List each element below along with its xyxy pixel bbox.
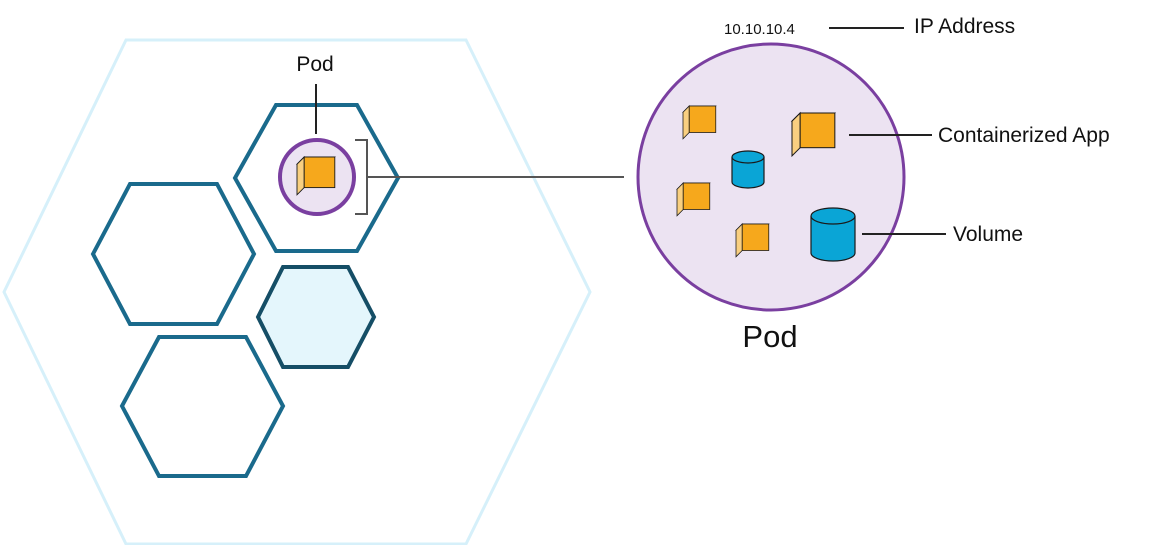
cube-icon	[295, 155, 336, 196]
pod-label-small: Pod	[296, 53, 333, 76]
pod-bracket	[355, 139, 375, 215]
pod-label-large: Pod	[742, 319, 797, 354]
pod-hexagon-bottom	[119, 335, 286, 478]
cylinder-icon	[810, 207, 856, 262]
cube-icon	[676, 182, 711, 217]
volume-label: Volume	[953, 223, 1023, 246]
cube-icon	[682, 105, 717, 140]
cube-icon	[790, 111, 837, 158]
node-hexagon	[2, 38, 592, 545]
ip-value: 10.10.10.4	[724, 21, 795, 38]
pod-hexagon-filled	[255, 265, 377, 369]
pod-hexagon-left	[90, 182, 257, 326]
pod-large-circle	[636, 42, 906, 312]
cube-icon	[735, 223, 770, 258]
ip-address-label: IP Address	[914, 15, 1015, 38]
containerized-app-label: Containerized App	[938, 124, 1110, 147]
cylinder-icon	[731, 150, 765, 189]
